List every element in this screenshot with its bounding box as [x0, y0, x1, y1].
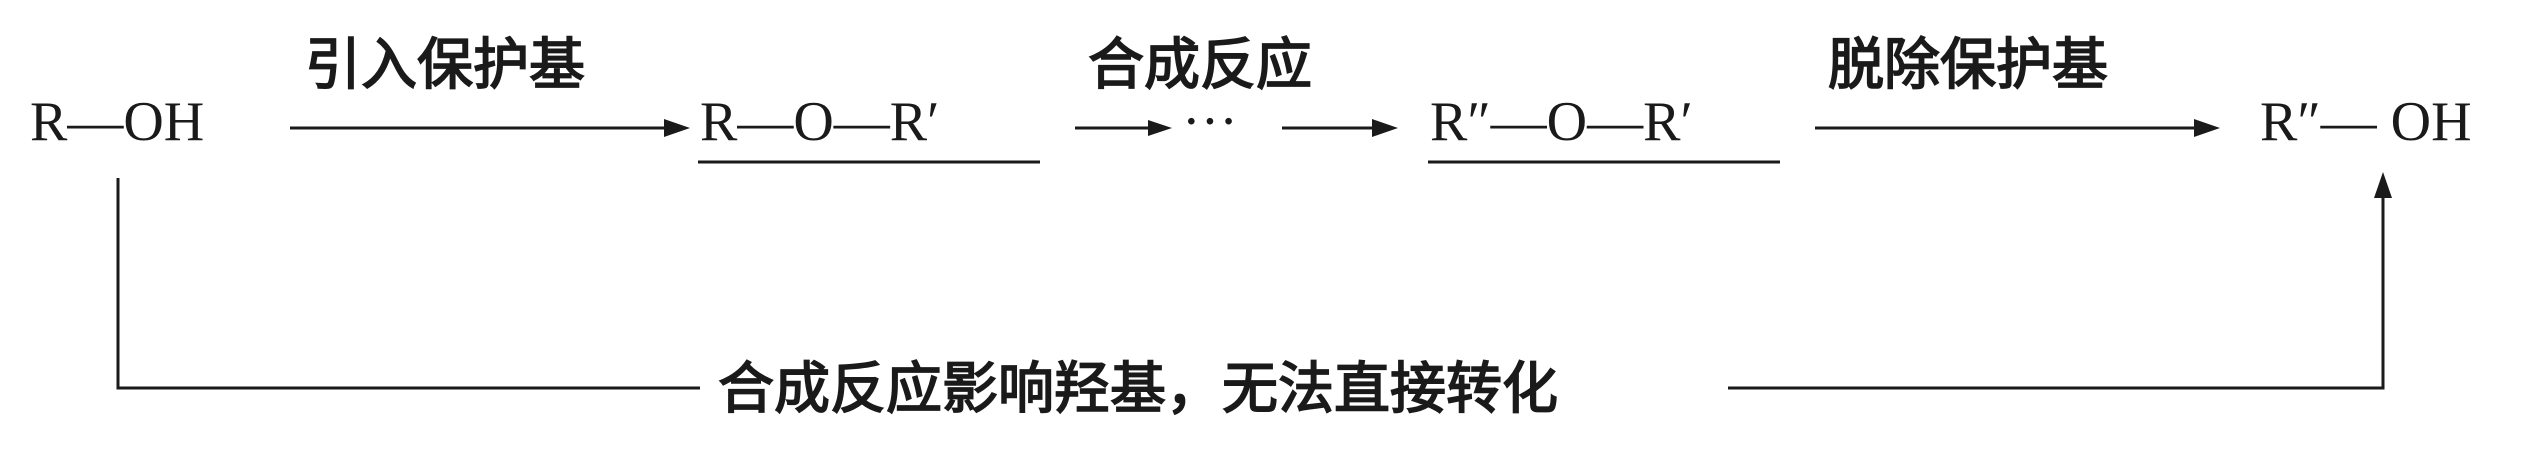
bypass-arrowhead	[2374, 172, 2392, 198]
bypass-line-left	[116, 178, 700, 390]
deprotect-step-label: 脱除保护基	[1828, 33, 2108, 98]
protect-arrowhead	[664, 119, 690, 137]
intermediate-formula: R″—O—R′	[1430, 91, 1693, 153]
bypass-note: 合成反应影响羟基，无法直接转化	[718, 357, 1558, 422]
synthesis-arrowhead-b	[1372, 119, 1398, 137]
ellipsis: ···	[1182, 91, 1238, 153]
protected-formula: R—O—R′	[700, 91, 939, 153]
start-formula: R—OH	[30, 91, 204, 153]
product-formula: R″— OH	[2260, 91, 2472, 153]
synthesis-arrowhead-a	[1148, 120, 1172, 136]
protect-step-label: 引入保护基	[305, 33, 585, 98]
deprotect-arrowhead	[2194, 119, 2220, 137]
synthesis-step-label: 合成反应	[1088, 33, 1312, 98]
bypass-line-right	[1728, 196, 2385, 390]
